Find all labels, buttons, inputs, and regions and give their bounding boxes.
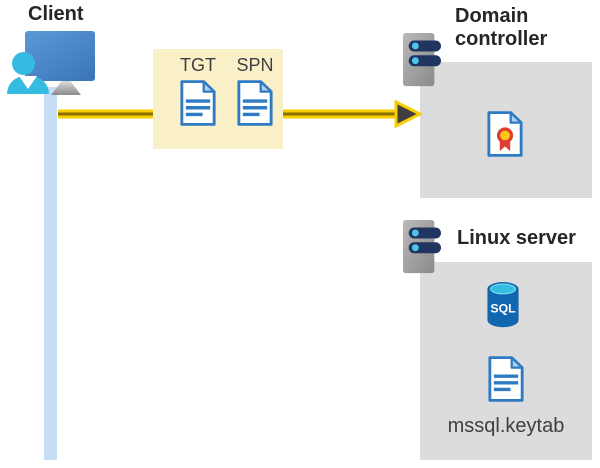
client-monitor-icon [25,31,95,81]
domain-controller-server-icon [403,32,441,87]
keytab-filename-label: mssql.keytab [447,415,565,437]
linux-server-icon [403,219,441,274]
sql-database-icon: SQL [487,282,519,328]
tickets-box: TGT SPN [153,49,283,149]
tgt-label: TGT [180,55,216,75]
linux-server-label: Linux server [457,227,576,249]
client-label: Client [28,3,84,25]
arrowhead-icon [394,99,422,129]
sql-text: SQL [490,302,516,316]
domain-controller-label: Domain controller [455,5,548,50]
certificate-icon [487,111,523,157]
keytab-document-icon [488,356,524,402]
spn-label: SPN [236,55,274,75]
client-lifeline [44,87,57,460]
user-icon [12,52,35,75]
spn-ticket: SPN [233,55,277,132]
tgt-ticket: TGT [176,55,220,132]
spn-document-icon [237,80,273,126]
tgt-document-icon [180,80,216,126]
